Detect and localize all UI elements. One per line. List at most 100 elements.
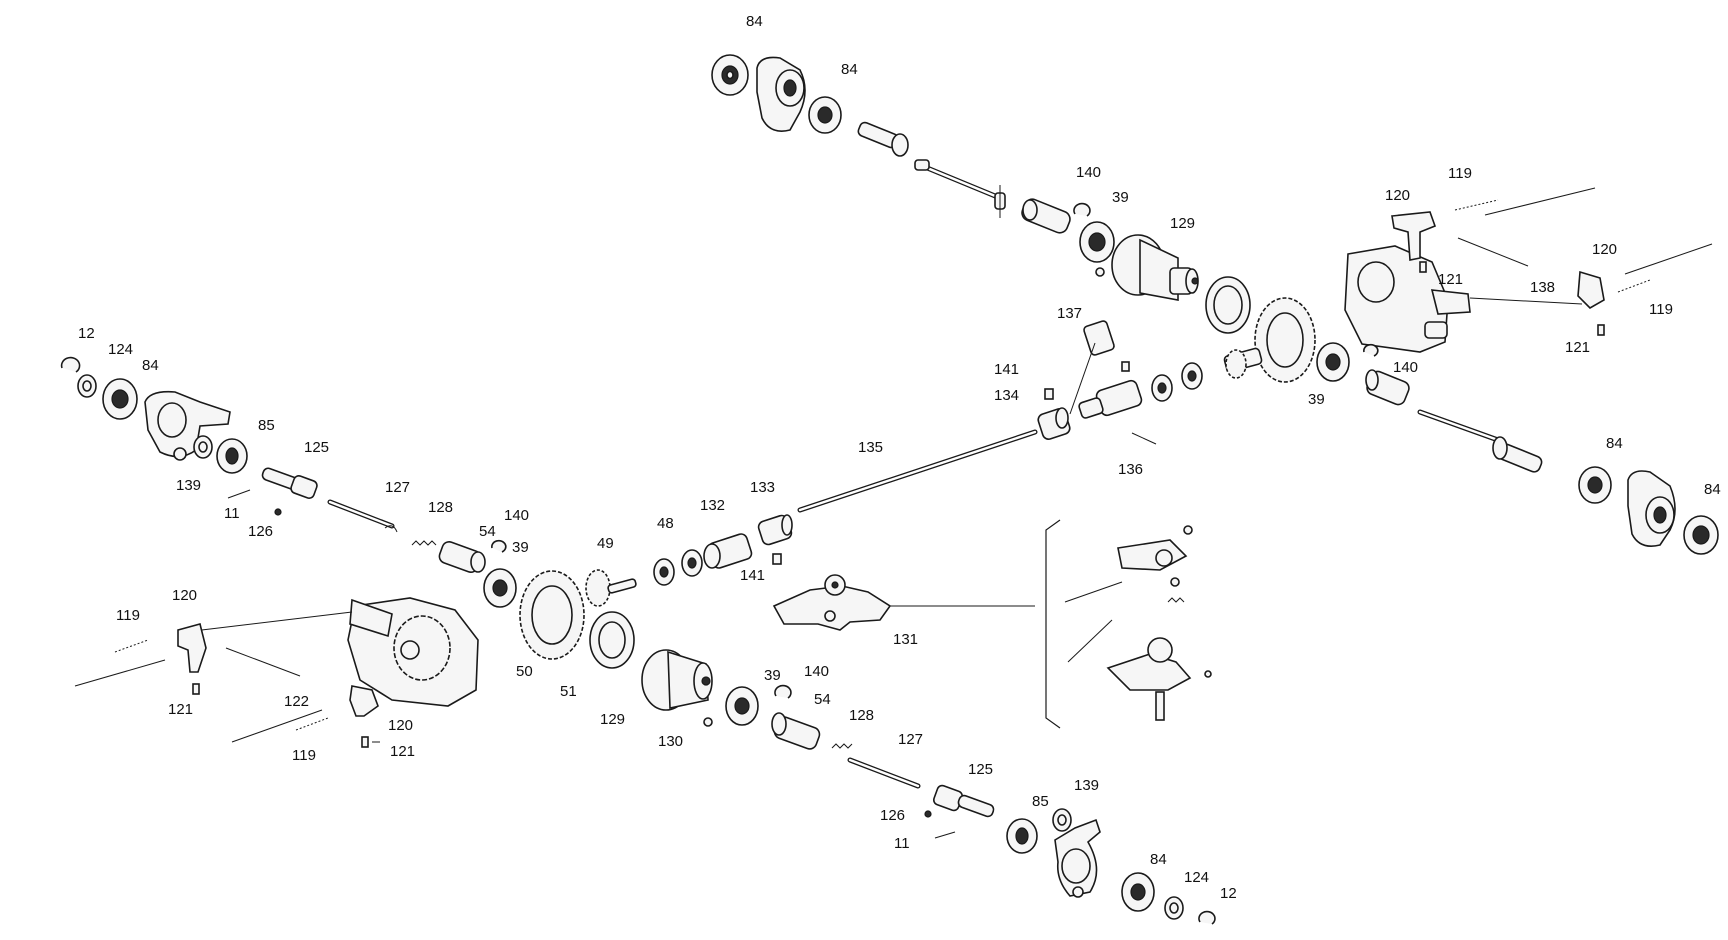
callout-121-right: 121 <box>1565 339 1590 356</box>
callout-121-left-lower: 121 <box>390 743 415 760</box>
callout-132: 132 <box>700 497 725 514</box>
callout-12-lower: 12 <box>1220 885 1237 902</box>
callout-139-lower: 139 <box>1074 777 1099 794</box>
bearing-84-top-right <box>808 96 842 134</box>
upper-right-assembly <box>1316 199 1719 555</box>
callout-127-left: 127 <box>385 479 410 496</box>
upper-left-driveshaft <box>917 162 1003 201</box>
pin-141-upper <box>1121 361 1130 372</box>
washer-139-left <box>193 435 213 459</box>
axle-right <box>1492 436 1543 473</box>
bracket-120-left-upper <box>177 623 207 673</box>
spring-128-lower <box>831 743 853 749</box>
detail-nut-b <box>1170 577 1180 587</box>
bearing-39-upper <box>1079 221 1115 263</box>
set-screw-126-lower <box>924 810 932 818</box>
detail-washer <box>1155 549 1173 567</box>
callout-125-left: 125 <box>304 439 329 456</box>
e-clip-140-left <box>491 539 507 553</box>
callout-39-lower: 39 <box>764 667 781 684</box>
callout-50: 50 <box>516 663 533 680</box>
screw-130 <box>703 717 713 727</box>
callout-11-left: 11 <box>224 505 240 522</box>
callout-48: 48 <box>657 515 674 532</box>
detail-spring <box>1167 597 1185 603</box>
callout-54-lower: 54 <box>814 691 831 708</box>
top-assembly <box>711 54 1316 445</box>
hub-carrier-right <box>1627 470 1676 547</box>
spring-pin-122 <box>225 647 301 677</box>
pinion-49 <box>585 569 637 607</box>
bracket-120-top <box>1391 211 1437 261</box>
bearing-85-lower <box>1006 818 1038 854</box>
detail-link-rod-upper <box>1064 581 1123 603</box>
set-screw-126-left <box>274 508 282 516</box>
callout-119-left-upper: 119 <box>116 607 140 624</box>
callout-124-left: 124 <box>108 341 133 358</box>
callout-138: 138 <box>1530 279 1555 296</box>
callout-125-lower: 125 <box>968 761 993 778</box>
callout-134: 134 <box>994 387 1019 404</box>
coupler-133 <box>757 514 793 546</box>
ring-gear-upper <box>1254 297 1316 383</box>
callout-129-lower: 129 <box>600 711 625 728</box>
diff-case-129-lower <box>641 649 713 711</box>
detail-bracket <box>1045 519 1061 729</box>
callout-39-right: 39 <box>1308 391 1325 408</box>
lower-driveshaft-127 <box>847 757 921 789</box>
bracket-120-left-lower <box>349 685 379 717</box>
callout-51: 51 <box>560 683 577 700</box>
c-clip-12-left <box>60 356 81 373</box>
callout-127-lower: 127 <box>898 731 923 748</box>
pin-11-left <box>227 489 251 499</box>
callout-84-right-outer: 84 <box>1704 481 1721 498</box>
spring-pin-138 <box>1457 237 1529 267</box>
callout-133: 133 <box>750 479 775 496</box>
callout-121-left-upper: 121 <box>168 701 193 718</box>
callout-126-left: 126 <box>248 523 273 540</box>
shafts <box>74 162 1713 789</box>
c-clip-12-lower <box>1198 910 1216 925</box>
detail-servo-base <box>1106 653 1192 691</box>
detail-nut <box>1183 525 1193 535</box>
bushing-48-upper-pair <box>1151 362 1203 402</box>
pin-11-lower <box>934 831 956 839</box>
hub-carrier-top <box>756 56 806 132</box>
callout-119-right: 119 <box>1649 301 1673 318</box>
detail-link-rod-lower <box>1067 619 1113 663</box>
callout-140-right: 140 <box>1393 359 1418 376</box>
callout-120-right: 120 <box>1592 241 1617 258</box>
callout-84-top-left: 84 <box>746 13 763 30</box>
axle-125-lower <box>932 784 995 818</box>
callout-labels: 84 84 140 39 129 119 120 121 138 120 119… <box>78 13 1721 902</box>
callout-11-lower: 11 <box>894 835 910 852</box>
main-drive-shaft <box>797 429 1038 513</box>
steering-knuckle-lower <box>1054 818 1101 898</box>
detail-screw <box>1204 670 1212 678</box>
bracket-120-right <box>1577 270 1605 309</box>
callout-120-left-lower: 120 <box>388 717 413 734</box>
callout-139-left: 139 <box>176 477 201 494</box>
pin-141-small <box>1044 388 1054 400</box>
coupler-134 <box>1037 407 1071 440</box>
bearing-84-right-outer <box>1683 515 1719 555</box>
callout-85-lower: 85 <box>1032 793 1049 810</box>
callout-84-lower: 84 <box>1150 851 1167 868</box>
pin-121-top <box>1419 261 1427 273</box>
screw-119-right <box>1617 279 1651 293</box>
washer-139-lower <box>1052 808 1072 832</box>
detail-post <box>1147 637 1173 663</box>
servo-saver-detail-inset <box>1045 519 1212 729</box>
coupler-137 <box>1083 320 1115 356</box>
pin-121-left-lower <box>361 736 369 748</box>
bearing-84-left <box>102 378 138 420</box>
dogbone-end-top <box>914 159 1006 218</box>
hinge-pin-left-lower <box>231 709 323 743</box>
callout-122: 122 <box>284 693 309 710</box>
leader-housing-to-120-left <box>184 611 353 633</box>
spur-gear-50 <box>519 570 585 660</box>
pinion-upper <box>1223 347 1263 379</box>
gearbox-housing-right <box>1344 245 1471 353</box>
bearing-39-lower <box>725 686 759 726</box>
